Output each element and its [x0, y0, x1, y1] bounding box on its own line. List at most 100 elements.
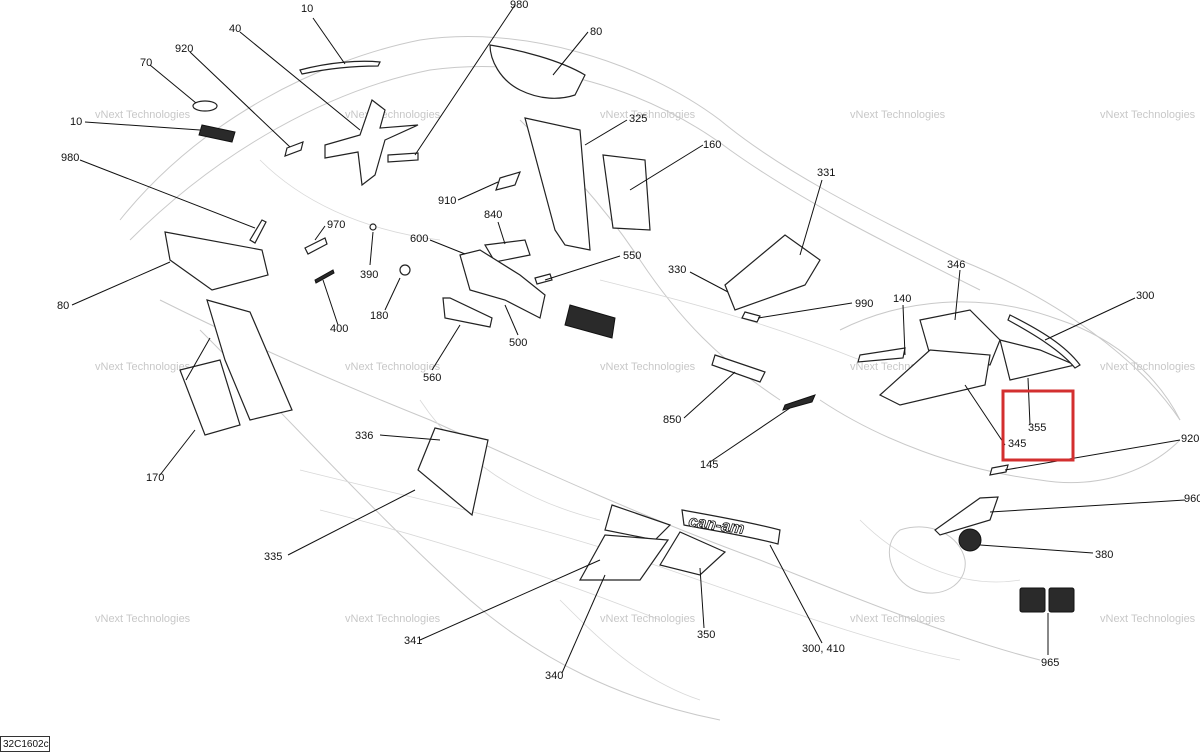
- can-am-logo-text: can-am: [687, 513, 745, 538]
- watermark: vNext Technologies: [600, 109, 696, 121]
- decal-380: [958, 528, 982, 552]
- callout-label: 910: [438, 195, 456, 207]
- callout-label: 550: [623, 250, 641, 262]
- decal-80-left: [164, 231, 269, 291]
- decal-10-top: [299, 60, 381, 75]
- decal-80-top: [489, 44, 586, 99]
- decal-965-a: [1019, 587, 1046, 613]
- decal-390: [369, 223, 377, 231]
- callout-label: 340: [545, 670, 563, 682]
- watermark: vNext Technologies: [345, 361, 441, 373]
- decal-500: [459, 249, 546, 319]
- decal-341-top: [604, 504, 672, 541]
- callout-label: 560: [423, 372, 441, 384]
- watermarks: vNext Technologies vNext Technologies vN…: [95, 109, 1196, 625]
- callout-label: 500: [509, 337, 527, 349]
- decal-350: [659, 531, 727, 576]
- watermark: vNext Technologies: [600, 613, 696, 625]
- watermark: vNext Technologies: [600, 361, 696, 373]
- watermark: vNext Technologies: [95, 361, 191, 373]
- decal-325: [524, 117, 591, 251]
- decal-can-am: [681, 509, 781, 545]
- decal-850: [711, 354, 766, 383]
- callout-label: 336: [355, 430, 373, 442]
- watermark: vNext Technologies: [850, 613, 946, 625]
- callout-label: 10: [301, 3, 313, 15]
- callout-label: 325: [629, 113, 647, 125]
- callout-label: 10: [70, 116, 82, 128]
- decal-960: [934, 496, 999, 536]
- callout-label: 40: [229, 23, 241, 35]
- decal-930: [564, 304, 616, 339]
- decal-330: [724, 234, 821, 311]
- callout-label: 300: [1136, 290, 1154, 302]
- watermark: vNext Technologies: [850, 109, 946, 121]
- callout-label: 350: [697, 629, 715, 641]
- decal-400: [314, 269, 335, 284]
- watermark: vNext Technologies: [1100, 109, 1196, 121]
- callout-label: 960: [1184, 493, 1200, 505]
- callout-label: 300, 410: [802, 643, 845, 655]
- watermark: vNext Technologies: [1100, 361, 1196, 373]
- decal-300-right: [1007, 314, 1081, 369]
- decal-40: [324, 99, 419, 187]
- callout-label: 355: [1028, 422, 1046, 434]
- callout-label: 345: [1008, 438, 1026, 450]
- callout-label: 170: [146, 472, 164, 484]
- callout-label: 331: [817, 167, 835, 179]
- callout-label: 980: [510, 0, 528, 11]
- callout-label: 850: [663, 414, 681, 426]
- decal-145: [782, 394, 816, 411]
- callout-label: 80: [590, 26, 602, 38]
- decal-10-left: [198, 124, 236, 143]
- decal-920-top: [284, 141, 304, 157]
- callout-label: 390: [360, 269, 378, 281]
- callout-label: 335: [264, 551, 282, 563]
- callout-label: 346: [947, 259, 965, 271]
- callout-label: 80: [57, 300, 69, 312]
- watermark: vNext Technologies: [345, 109, 441, 121]
- leader-lines: [71, 4, 1186, 674]
- decal-140: [857, 347, 906, 363]
- decal-920-right: [989, 464, 1009, 476]
- decal-341: [578, 534, 670, 581]
- callout-label: 180: [370, 310, 388, 322]
- decal-sticker-left: [206, 299, 293, 421]
- callout-label: 965: [1041, 657, 1059, 669]
- callout-label: 920: [1181, 433, 1199, 445]
- callout-label: 341: [404, 635, 422, 647]
- callout-label: 160: [703, 139, 721, 151]
- callout-label: 920: [175, 43, 193, 55]
- watermark: vNext Technologies: [345, 613, 441, 625]
- callout-label: 70: [140, 57, 152, 69]
- callout-label: 600: [410, 233, 428, 245]
- decal-965-b: [1048, 587, 1075, 613]
- decal-980-small: [387, 152, 419, 163]
- decal-180: [399, 264, 411, 276]
- watermark: vNext Technologies: [1100, 613, 1196, 625]
- decal-170: [179, 359, 241, 436]
- decal-336: [417, 427, 489, 517]
- watermark: vNext Technologies: [95, 109, 191, 121]
- callout-label: 400: [330, 323, 348, 335]
- watermark: vNext Technologies: [95, 613, 191, 625]
- decal-990: [741, 311, 761, 323]
- decal-parts: can-am: [164, 44, 1081, 613]
- callout-label: 980: [61, 152, 79, 164]
- callout-label: 380: [1095, 549, 1113, 561]
- decal-840: [484, 239, 531, 263]
- callout-label: 145: [700, 459, 718, 471]
- highlight-box: [1001, 389, 1075, 462]
- decal-910: [495, 171, 521, 191]
- decal-980-stick: [249, 219, 267, 244]
- callout-labels: 10 980 80 40 920 70 10 325 160 980 910 8…: [57, 0, 1200, 682]
- decal-355: [999, 339, 1077, 381]
- decal-970: [304, 237, 328, 255]
- decal-70: [192, 100, 218, 112]
- decal-160: [602, 154, 651, 231]
- callout-label: 140: [893, 293, 911, 305]
- decal-345: [878, 349, 991, 406]
- decal-560: [442, 297, 493, 328]
